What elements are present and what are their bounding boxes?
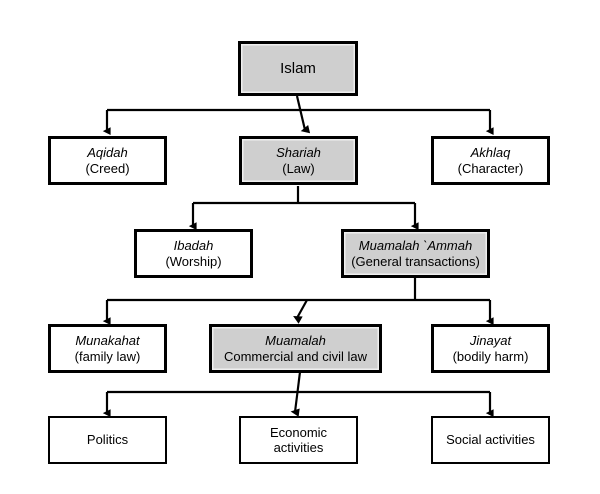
node-shariah-line-1: Shariah bbox=[276, 145, 321, 161]
node-jinayat-line-2: (bodily harm) bbox=[452, 348, 529, 364]
node-economic-activities-line-2: activities bbox=[273, 440, 324, 455]
edge-islam-shariah bbox=[295, 95, 311, 134]
node-aqidah-line-1: Aqidah bbox=[87, 145, 128, 161]
node-muamalah-line-2: Commercial and civil law bbox=[223, 348, 368, 364]
node-aqidah-line-2: (Creed) bbox=[85, 160, 130, 176]
node-economic-activities[interactable]: Economic activities bbox=[239, 416, 358, 464]
node-munakahat-line-1: Munakahat bbox=[75, 333, 140, 349]
node-politics[interactable]: Politics bbox=[48, 416, 167, 464]
node-economic-activities-line-1: Economic bbox=[269, 424, 328, 440]
node-akhlaq[interactable]: Akhlaq (Character) bbox=[431, 136, 550, 185]
node-munakahat-line-2: (family law) bbox=[74, 348, 141, 364]
node-ibadah-line-1: Ibadah bbox=[173, 238, 214, 254]
node-akhlaq-line-1: Akhlaq bbox=[470, 145, 511, 161]
node-islam-line-1: Islam bbox=[280, 59, 316, 77]
node-muamalah-line-1: Muamalah bbox=[265, 333, 326, 349]
node-ibadah[interactable]: Ibadah (Worship) bbox=[134, 229, 253, 278]
node-islam[interactable]: Islam bbox=[238, 41, 358, 96]
node-jinayat-line-1: Jinayat bbox=[469, 333, 512, 349]
node-shariah-line-2: (Law) bbox=[282, 160, 315, 176]
node-jinayat[interactable]: Jinayat (bodily harm) bbox=[431, 324, 550, 373]
node-akhlaq-line-2: (Character) bbox=[457, 160, 524, 176]
edge-muamalah-economic bbox=[290, 371, 302, 417]
node-muamalah-ammah[interactable]: Muamalah `Ammah (General transactions) bbox=[341, 229, 490, 278]
node-munakahat[interactable]: Munakahat (family law) bbox=[48, 324, 167, 373]
node-muamalah-ammah-line-2: (General transactions) bbox=[351, 253, 480, 269]
node-shariah[interactable]: Shariah (Law) bbox=[239, 136, 358, 185]
node-politics-line-1: Politics bbox=[86, 432, 129, 448]
node-social-activities-line-1: Social activities bbox=[446, 432, 535, 448]
node-aqidah[interactable]: Aqidah (Creed) bbox=[48, 136, 167, 185]
node-social-activities[interactable]: Social activities bbox=[431, 416, 550, 464]
node-ibadah-line-2: (Worship) bbox=[165, 253, 222, 269]
edge-ammah-muamalah bbox=[293, 299, 308, 324]
node-muamalah[interactable]: Muamalah Commercial and civil law bbox=[209, 324, 382, 373]
node-muamalah-ammah-line-1: Muamalah `Ammah bbox=[358, 238, 473, 254]
